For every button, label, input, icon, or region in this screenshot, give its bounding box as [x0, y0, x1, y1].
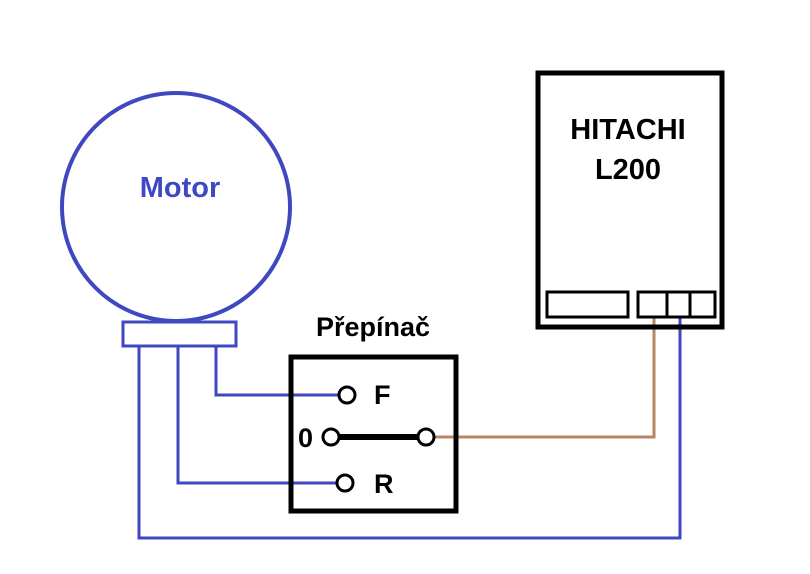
switch-common-contact[interactable] — [416, 427, 436, 447]
switch-label-R: R — [374, 469, 394, 499]
inverter: HITACHI L200 — [535, 70, 725, 330]
switch-contact-0[interactable] — [321, 427, 341, 447]
inverter-box — [535, 70, 725, 330]
switch: Přepínač F 0 R — [288, 312, 459, 514]
wire-motor-to-F — [214, 346, 339, 397]
motor-terminal-box — [121, 320, 238, 348]
switch-contact-R[interactable] — [335, 473, 355, 493]
motor-body — [60, 91, 292, 323]
switch-contact-F[interactable] — [337, 385, 357, 405]
motor: Motor — [60, 91, 292, 348]
blue-wires — [137, 318, 682, 540]
inverter-brand: HITACHI — [570, 114, 685, 146]
switch-box — [288, 354, 459, 514]
motor-label: Motor — [140, 172, 221, 204]
inverter-model: L200 — [595, 154, 661, 186]
switch-label-F: F — [374, 380, 391, 410]
wire-motor-to-inverter — [137, 318, 682, 540]
wire-switch-to-inverter — [434, 318, 656, 439]
inverter-display-panel — [545, 290, 630, 319]
switch-title: Přepínač — [316, 312, 430, 342]
wire-motor-to-R — [176, 346, 337, 485]
inverter-terminal-block — [636, 290, 717, 319]
switch-label-0: 0 — [298, 423, 313, 453]
